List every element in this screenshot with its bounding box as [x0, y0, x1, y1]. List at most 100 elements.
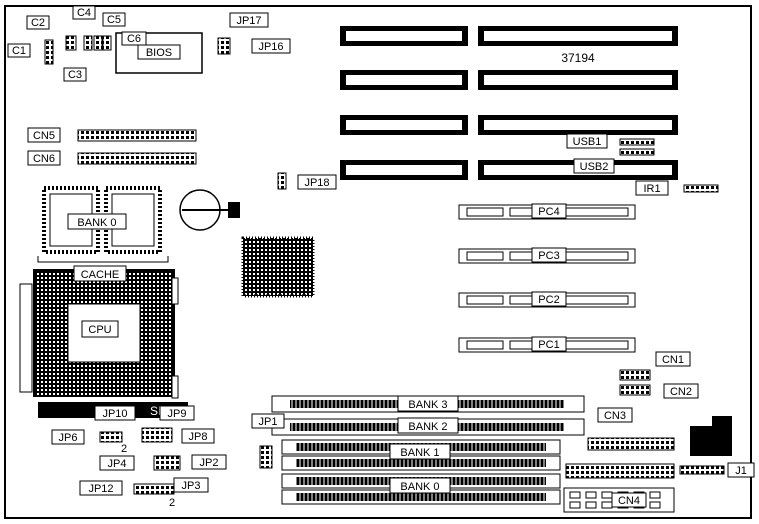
jp6-label-box [51, 429, 85, 445]
jp4-label: JP4 [108, 458, 127, 470]
j1-label-box [727, 462, 755, 478]
ir1-label: IR1 [643, 183, 660, 195]
jumper-blocks [99, 427, 181, 495]
c2-label-box [26, 15, 50, 30]
cpu-label: CPU [88, 324, 111, 336]
bank0-label: BANK 0 [400, 481, 439, 493]
cn1-header [619, 369, 651, 381]
pc4-label-box [531, 203, 567, 219]
cn3-label-box [597, 407, 633, 423]
jp6-label: JP6 [59, 432, 78, 444]
cn6-label-box [27, 150, 61, 166]
usb1-header [619, 138, 655, 146]
jp3-label: JP3 [182, 480, 201, 492]
jp12-label: JP12 [88, 483, 113, 495]
c4-label: C4 [77, 7, 91, 19]
bank2-label: BANK 2 [408, 421, 447, 433]
usb1-label: USB1 [573, 136, 602, 148]
bank1-label: BANK 1 [400, 447, 439, 459]
jp16-label-box [251, 38, 291, 54]
bank3-label-box [397, 395, 459, 412]
cpu-label-box [81, 320, 119, 338]
keyboard-connector [679, 416, 732, 475]
cn5-header [77, 129, 197, 142]
cn5-label: CN5 [33, 130, 55, 142]
cn4-label-box [611, 492, 647, 508]
usb2-label-box [573, 158, 615, 174]
cn4-label: CN4 [618, 495, 640, 507]
c6-label-box [121, 31, 147, 46]
jp17-label-box [229, 12, 269, 28]
jp2-label: JP2 [200, 457, 219, 469]
cache-label-box [73, 265, 127, 282]
j1-label: J1 [735, 465, 747, 477]
jp18-label-box [297, 174, 337, 190]
pc2-label-box [531, 291, 567, 307]
usb2-label: USB2 [580, 161, 609, 173]
c5-label: C5 [107, 14, 121, 26]
jp3-pin2-label: 2 [169, 497, 175, 509]
cn2-label: CN2 [670, 386, 692, 398]
c4-label-box [72, 5, 96, 20]
bios-label-box [137, 44, 181, 60]
jp1-label-box [251, 413, 285, 429]
c1-label-box [7, 43, 31, 58]
cn6-label: CN6 [33, 153, 55, 165]
jp12-label-box [79, 480, 123, 496]
c2-label: C2 [31, 17, 45, 29]
c3-label-box [63, 67, 87, 82]
c5-label-box [102, 12, 126, 27]
jp6-pin2-label: 2 [121, 443, 127, 455]
pc3-label: PC3 [538, 250, 559, 262]
cn4-header [565, 463, 675, 479]
model-number: 37194 [561, 51, 595, 65]
jp3-label-box [173, 477, 209, 493]
jp9-label-box [159, 405, 195, 421]
cn2-label-box [663, 383, 699, 399]
pc4-label: PC4 [538, 206, 559, 218]
jp16-label: JP16 [258, 41, 283, 53]
cache-bank0-label: BANK 0 [77, 217, 116, 229]
cn6-header [77, 152, 197, 165]
jp9-label: JP9 [168, 408, 187, 420]
usb2-header [619, 148, 655, 156]
bank3-label: BANK 3 [408, 399, 447, 411]
pci-slots [458, 204, 636, 353]
bios-label: BIOS [146, 47, 172, 59]
jp8-label: JP8 [189, 431, 208, 443]
pc1-label-box [531, 336, 567, 352]
jp18-header [277, 172, 287, 190]
chipset-core [246, 241, 310, 293]
c-jumpers [44, 35, 112, 65]
jp18-label: JP18 [304, 177, 329, 189]
bios-chip [115, 32, 203, 74]
jp4-label-box [99, 455, 135, 471]
pc3-label-box [531, 247, 567, 263]
cn2-header [619, 384, 651, 396]
bank0-label-box [389, 477, 451, 494]
c6-label: C6 [127, 33, 141, 45]
usb1-label-box [566, 133, 608, 149]
cn5-label-box [27, 127, 61, 143]
jp16-header [217, 37, 231, 55]
jp10-label-box [94, 405, 136, 421]
cn3-label: CN3 [604, 410, 626, 422]
cn3-header [587, 437, 675, 451]
cn1-label: CN1 [662, 354, 684, 366]
bank2-label-box [397, 417, 459, 434]
cache-label: CACHE [81, 269, 120, 281]
battery [179, 189, 240, 231]
c1-label: C1 [12, 45, 26, 57]
ir1-header [683, 184, 719, 193]
jp1-header [259, 445, 273, 469]
cache-bank0-label-box [67, 213, 127, 230]
c3-label: C3 [68, 69, 82, 81]
bank1-label-box [389, 443, 451, 460]
jp2-label-box [191, 454, 227, 470]
jp1-label: JP1 [259, 416, 278, 428]
jp8-label-box [181, 428, 215, 444]
pc2-label: PC2 [538, 294, 559, 306]
jp17-label: JP17 [236, 15, 261, 27]
pc1-label: PC1 [538, 339, 559, 351]
